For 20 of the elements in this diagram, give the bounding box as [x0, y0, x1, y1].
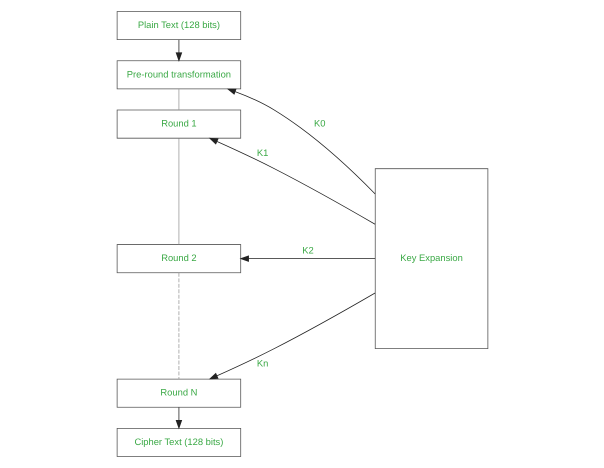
node-box: Round N: [116, 378, 241, 408]
arrow: [208, 292, 375, 380]
arrow: [208, 138, 375, 225]
node-box: Pre-round transformation: [116, 60, 241, 90]
connector: [178, 88, 179, 110]
arrow: [226, 88, 376, 194]
edge-label: K1: [256, 148, 268, 158]
connector: [178, 272, 179, 380]
connector: [178, 138, 179, 245]
arrow: [175, 407, 182, 430]
node-box: Cipher Text (128 bits): [116, 428, 241, 457]
node-box: Plain Text (128 bits): [116, 11, 241, 40]
node-box: Round 2: [116, 244, 241, 274]
edge-label: K2: [302, 246, 314, 256]
arrow: [175, 40, 182, 62]
arrow: [239, 255, 376, 262]
edge-label: K0: [313, 118, 325, 129]
edge-label: Kn: [256, 358, 268, 368]
node-box: Key Expansion: [374, 168, 488, 349]
node-box: Round 1: [116, 110, 241, 139]
